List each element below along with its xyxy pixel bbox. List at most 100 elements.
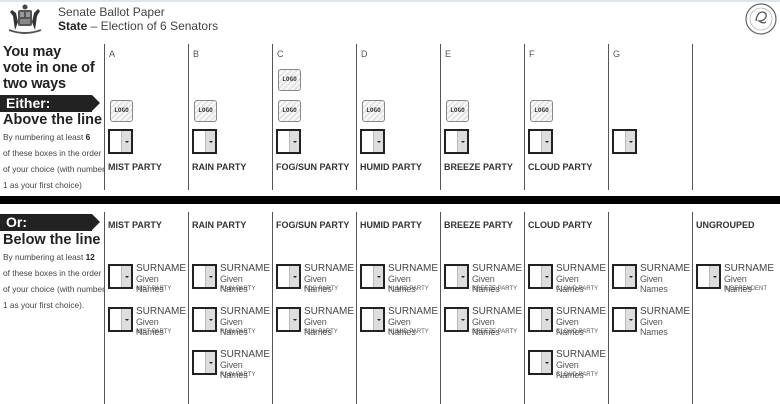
candidate-surname: SURNAME — [640, 263, 691, 274]
electoral-seal-icon — [745, 3, 777, 35]
or-tag: Or: — [0, 214, 100, 231]
candidate-entry: SURNAME Given Names BREEZE PARTY — [444, 263, 524, 302]
candidate-entry: SURNAME Given Names HUMID PARTY — [360, 263, 440, 302]
candidate-party: RAIN PARTY — [220, 329, 256, 335]
btl-vote-box[interactable] — [360, 307, 385, 332]
btl-column-cloud: CLOUD PARTY SURNAME Given Names CLOUD PA… — [524, 212, 608, 404]
atl-vote-box-g[interactable] — [612, 129, 637, 154]
atl-group-c: C LOGO LOGO FOG/SUN PARTY — [272, 44, 356, 190]
btl-party-header: BREEZE PARTY — [444, 220, 513, 230]
btl-party-header: HUMID PARTY — [360, 220, 422, 230]
dropdown-arrow-icon[interactable] — [205, 266, 215, 287]
atl-vote-box-f[interactable] — [528, 129, 553, 154]
btl-column-breeze: BREEZE PARTY SURNAME Given Names BREEZE … — [440, 212, 524, 404]
state-label: State — [58, 19, 88, 33]
atl-vote-box-c[interactable] — [276, 129, 301, 154]
candidate-surname: SURNAME — [556, 263, 607, 274]
dropdown-arrow-icon[interactable] — [121, 266, 131, 287]
candidate-surname: SURNAME — [640, 306, 691, 317]
dropdown-arrow-icon[interactable] — [541, 266, 551, 287]
intro-line-3: two ways — [3, 76, 66, 92]
btl-vote-box[interactable] — [528, 264, 553, 289]
dropdown-arrow-icon[interactable] — [289, 309, 299, 330]
instr-text: of your choice (with number — [3, 284, 105, 294]
candidate-entry: SURNAME Given Names — [612, 306, 692, 345]
candidate-party: RAIN PARTY — [220, 286, 256, 292]
candidate-surname: SURNAME — [304, 263, 355, 274]
dropdown-arrow-icon[interactable] — [205, 131, 215, 152]
btl-vote-box[interactable] — [696, 264, 721, 289]
btl-vote-box[interactable] — [528, 350, 553, 375]
party-logo-icon: LOGO — [278, 69, 301, 91]
candidate-given-names: Given Names — [640, 317, 668, 337]
candidate-surname: SURNAME — [472, 306, 523, 317]
dropdown-arrow-icon[interactable] — [121, 131, 131, 152]
candidate-given-names: Given Names — [220, 274, 248, 294]
candidate-surname: SURNAME — [136, 306, 187, 317]
atl-vote-box-b[interactable] — [192, 129, 217, 154]
btl-vote-box[interactable] — [108, 307, 133, 332]
dropdown-arrow-icon[interactable] — [373, 266, 383, 287]
btl-vote-box[interactable] — [192, 350, 217, 375]
party-name: HUMID PARTY — [360, 162, 422, 172]
dropdown-arrow-icon[interactable] — [289, 266, 299, 287]
btl-party-header: FOG/SUN PARTY — [276, 220, 350, 230]
below-line-heading: Below the line — [3, 232, 101, 248]
dropdown-arrow-icon[interactable] — [625, 131, 635, 152]
btl-vote-box[interactable] — [444, 264, 469, 289]
dropdown-arrow-icon[interactable] — [541, 352, 551, 373]
candidate-party: SUN PARTY — [304, 329, 338, 335]
candidate-entry: SURNAME Given Names CLOUD PARTY — [528, 349, 608, 388]
btl-vote-box[interactable] — [528, 307, 553, 332]
dropdown-arrow-icon[interactable] — [457, 131, 467, 152]
dropdown-arrow-icon[interactable] — [205, 309, 215, 330]
candidate-given-names: Given Names — [304, 274, 332, 294]
candidate-entry: SURNAME Given Names BREEZE PARTY — [444, 306, 524, 345]
intro-line-1: You may — [3, 44, 61, 60]
btl-party-header: MIST PARTY — [108, 220, 162, 230]
btl-vote-box[interactable] — [360, 264, 385, 289]
ballot-header: Senate Ballot Paper State – Election of … — [0, 0, 780, 38]
candidate-given-names: Given Names — [220, 360, 248, 380]
btl-vote-box[interactable] — [108, 264, 133, 289]
atl-vote-box-e[interactable] — [444, 129, 469, 154]
dropdown-arrow-icon[interactable] — [457, 266, 467, 287]
btl-column-rain: RAIN PARTY SURNAME Given Names RAIN PART… — [188, 212, 272, 404]
candidate-party: CLOUD PARTY — [556, 329, 599, 335]
dropdown-arrow-icon[interactable] — [625, 266, 635, 287]
candidate-entry: SURNAME Given Names RAIN PARTY — [192, 349, 272, 388]
dropdown-arrow-icon[interactable] — [205, 352, 215, 373]
dropdown-arrow-icon[interactable] — [625, 309, 635, 330]
above-line-heading: Above the line — [3, 112, 103, 128]
dropdown-arrow-icon[interactable] — [541, 131, 551, 152]
candidate-entry: SURNAME Given Names HUMID PARTY — [360, 306, 440, 345]
dropdown-arrow-icon[interactable] — [121, 309, 131, 330]
dropdown-arrow-icon[interactable] — [457, 309, 467, 330]
candidate-surname: SURNAME — [388, 263, 439, 274]
btl-vote-box[interactable] — [612, 307, 637, 332]
candidate-surname: SURNAME — [304, 306, 355, 317]
btl-vote-box[interactable] — [192, 264, 217, 289]
btl-vote-box[interactable] — [276, 264, 301, 289]
atl-vote-box-a[interactable] — [108, 129, 133, 154]
atl-group-b: B LOGO RAIN PARTY — [188, 44, 272, 190]
dropdown-arrow-icon[interactable] — [541, 309, 551, 330]
dropdown-arrow-icon[interactable] — [289, 131, 299, 152]
candidate-given-names: Given Names — [472, 317, 500, 337]
group-letter: C — [277, 49, 284, 59]
btl-vote-box[interactable] — [444, 307, 469, 332]
voting-intro-heading: You may vote in one of two ways — [3, 44, 103, 92]
atl-vote-box-d[interactable] — [360, 129, 385, 154]
ballot-subtitle: State – Election of 6 Senators — [58, 19, 218, 33]
dropdown-arrow-icon[interactable] — [373, 131, 383, 152]
top-border — [0, 0, 780, 2]
atl-group-g: G — [608, 44, 692, 190]
dropdown-arrow-icon[interactable] — [373, 309, 383, 330]
btl-vote-box[interactable] — [612, 264, 637, 289]
instr-text: By numbering at least — [3, 132, 86, 142]
above-line-instructions: By numbering at least 6 of these boxes i… — [3, 129, 107, 193]
btl-vote-box[interactable] — [192, 307, 217, 332]
dropdown-arrow-icon[interactable] — [709, 266, 719, 287]
btl-vote-box[interactable] — [276, 307, 301, 332]
candidate-party: HUMID PARTY — [388, 286, 429, 292]
